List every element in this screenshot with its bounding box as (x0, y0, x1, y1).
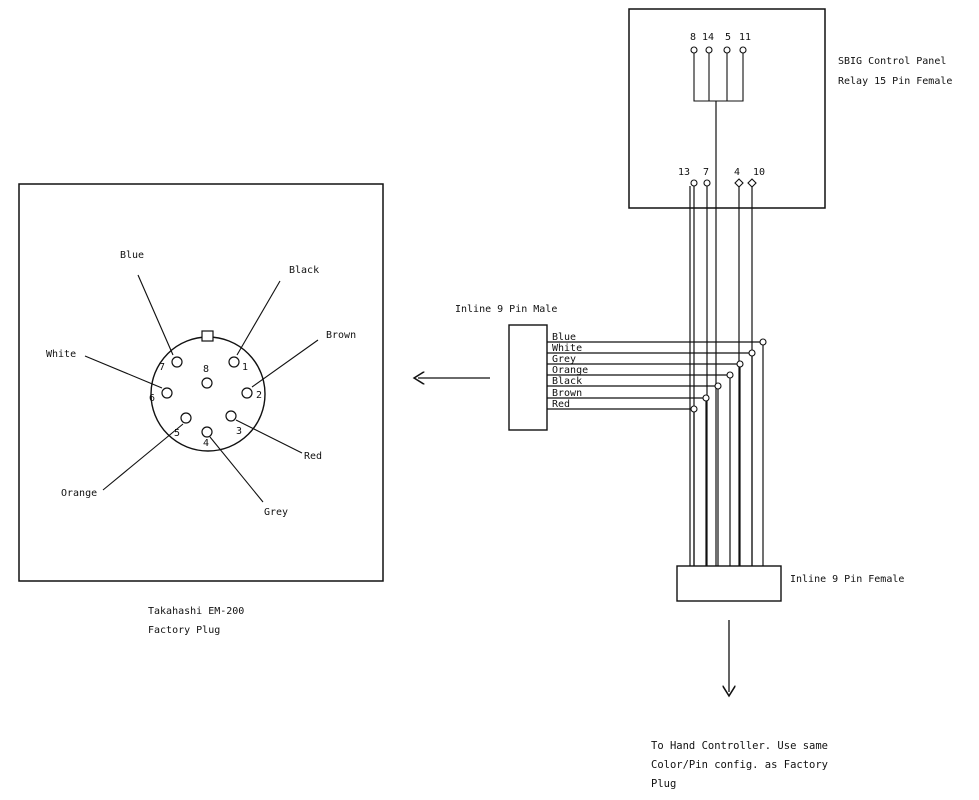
note-line-2: Color/Pin config. as Factory (651, 759, 828, 771)
panel-bottom-pin-4: 4 (734, 167, 740, 178)
control-panel-frame (628, 8, 826, 209)
panel-top-pin-5-dot (723, 46, 731, 54)
leader-brown (251, 339, 319, 388)
panel-bottom-pin-10: 10 (753, 167, 765, 178)
plug-panel-frame (18, 183, 384, 582)
control-panel-title: SBIG Control Panel (838, 56, 946, 67)
male-wire-label-black: Black (552, 376, 582, 387)
male-wire-label-grey: Grey (552, 354, 576, 365)
plug-pin-num-2: 2 (256, 390, 262, 401)
male-wire-label-white: White (552, 343, 582, 354)
plug-pin-8-hole (201, 377, 213, 389)
male-wire-label-orange: Orange (552, 365, 588, 376)
plug-connector-body (150, 336, 266, 452)
panel-bottom-pin-7: 7 (703, 167, 709, 178)
panel-bottom-pin-4-diamond (734, 178, 744, 188)
plug-key-notch (201, 330, 214, 342)
note-line-1: To Hand Controller. Use same (651, 740, 828, 752)
panel-bottom-pin-13-dot (690, 179, 698, 187)
panel-bottom-pin-10-diamond (747, 178, 757, 188)
male-wire-label-brown: Brown (552, 388, 582, 399)
leader-black (236, 280, 281, 356)
plug-label-white: White (46, 349, 76, 360)
plug-label-red: Red (304, 451, 322, 462)
panel-top-bus (693, 53, 744, 102)
control-panel: 8 14 5 11 13 7 4 10 (628, 8, 826, 566)
plug-pin-num-3: 3 (236, 426, 242, 437)
leader-white (84, 355, 163, 389)
plug-label-blue: Blue (120, 250, 144, 261)
plug-pin-num-7: 7 (159, 362, 165, 373)
panel-bottom-pin-7-dot (703, 179, 711, 187)
inline-female-title: Inline 9 Pin Female (790, 574, 904, 585)
plug-label-brown: Brown (326, 330, 356, 341)
plug-pin-num-5: 5 (174, 428, 180, 439)
panel-top-pin-11-dot (739, 46, 747, 54)
plug-pin-num-4: 4 (203, 438, 209, 449)
panel-top-pin-11: 11 (739, 32, 751, 43)
inline-male-title: Inline 9 Pin Male (455, 304, 557, 315)
plug-label-black: Black (289, 265, 319, 276)
leader-blue (137, 274, 174, 356)
plug-pin-num-8: 8 (203, 364, 209, 375)
male-wire-label-red: Red (552, 399, 570, 410)
plug-pin-4-hole (201, 426, 213, 438)
plug-label-grey: Grey (264, 507, 288, 518)
plug-pin-5-hole (180, 412, 192, 424)
plug-pin-num-6: 6 (149, 393, 155, 404)
panel-top-pin-8-dot (690, 46, 698, 54)
panel-to-female-wires (689, 186, 753, 566)
control-panel-subtitle: Relay 15 Pin Female (838, 76, 952, 87)
inline-male-connector (508, 324, 548, 431)
leader-grey (209, 436, 264, 503)
plug-pin-6-hole (161, 387, 173, 399)
plug-pin-num-1: 1 (242, 362, 248, 373)
panel-top-pin-8: 8 (690, 32, 696, 43)
inline-female-connector (676, 565, 782, 602)
panel-top-pin-5: 5 (725, 32, 731, 43)
leader-orange (102, 423, 184, 491)
panel-top-pin-14: 14 (702, 32, 714, 43)
male-wire-label-blue: Blue (552, 332, 576, 343)
factory-plug-panel: 7 1 8 6 2 5 3 4 Blue Black Brown White R… (18, 183, 384, 582)
plug-pin-2-hole (241, 387, 253, 399)
inline-male-junctions (690, 338, 767, 413)
panel-bottom-pin-13: 13 (678, 167, 690, 178)
panel-top-pin-14-dot (705, 46, 713, 54)
plug-caption-model: Takahashi EM-200 (148, 606, 244, 617)
plug-pin-1-hole (228, 356, 240, 368)
plug-caption-type: Factory Plug (148, 625, 220, 636)
plug-pin-7-hole (171, 356, 183, 368)
plug-label-orange: Orange (61, 488, 97, 499)
plug-pin-3-hole (225, 410, 237, 422)
note-line-3: Plug (651, 778, 676, 790)
leader-red (235, 419, 303, 454)
